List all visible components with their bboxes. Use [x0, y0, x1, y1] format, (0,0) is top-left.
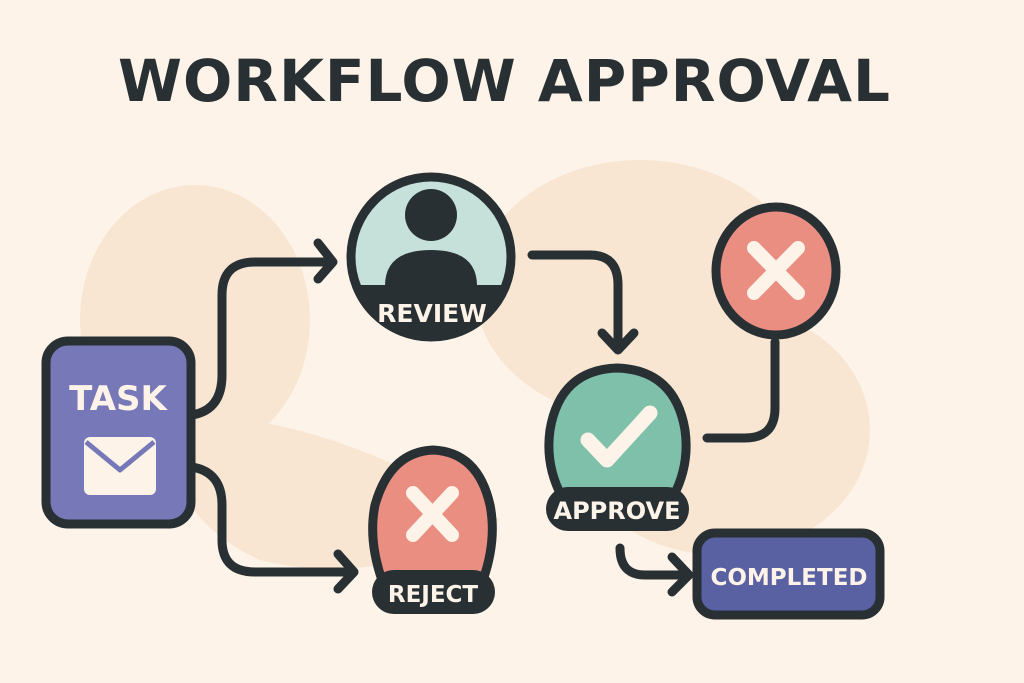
approve-node[interactable]: APPROVE: [544, 363, 691, 531]
review-label: REVIEW: [377, 299, 487, 328]
completed-label: COMPLETED: [710, 565, 867, 591]
x-icon: [406, 486, 459, 542]
reject-node[interactable]: REJECT: [368, 445, 497, 614]
reject-top-node[interactable]: [711, 202, 841, 340]
person-icon: [385, 250, 477, 286]
connectors: [187, 238, 780, 597]
edge-approve-completed: [615, 543, 690, 580]
arrowhead-icon: [597, 328, 639, 355]
reject-label: REJECT: [388, 582, 479, 608]
task-node[interactable]: TASK: [41, 336, 196, 529]
approve-label: APPROVE: [554, 497, 681, 525]
task-label: TASK: [69, 379, 168, 419]
arrowhead-icon: [333, 549, 359, 594]
arrowhead-icon: [667, 552, 694, 597]
person-icon-head: [405, 189, 457, 241]
completed-node[interactable]: COMPLETED: [692, 528, 885, 620]
envelope-icon: [84, 437, 156, 495]
page-title: WORKFLOW APPROVAL: [118, 47, 891, 115]
checkmark-icon: [580, 405, 658, 468]
arrowhead-icon: [313, 238, 338, 284]
edge-review-approve: [527, 250, 623, 350]
edge-task-reject: [187, 462, 355, 577]
edge-approve-rejecttop: [702, 337, 780, 443]
edge-task-review: [187, 257, 335, 420]
x-icon: [747, 241, 805, 300]
